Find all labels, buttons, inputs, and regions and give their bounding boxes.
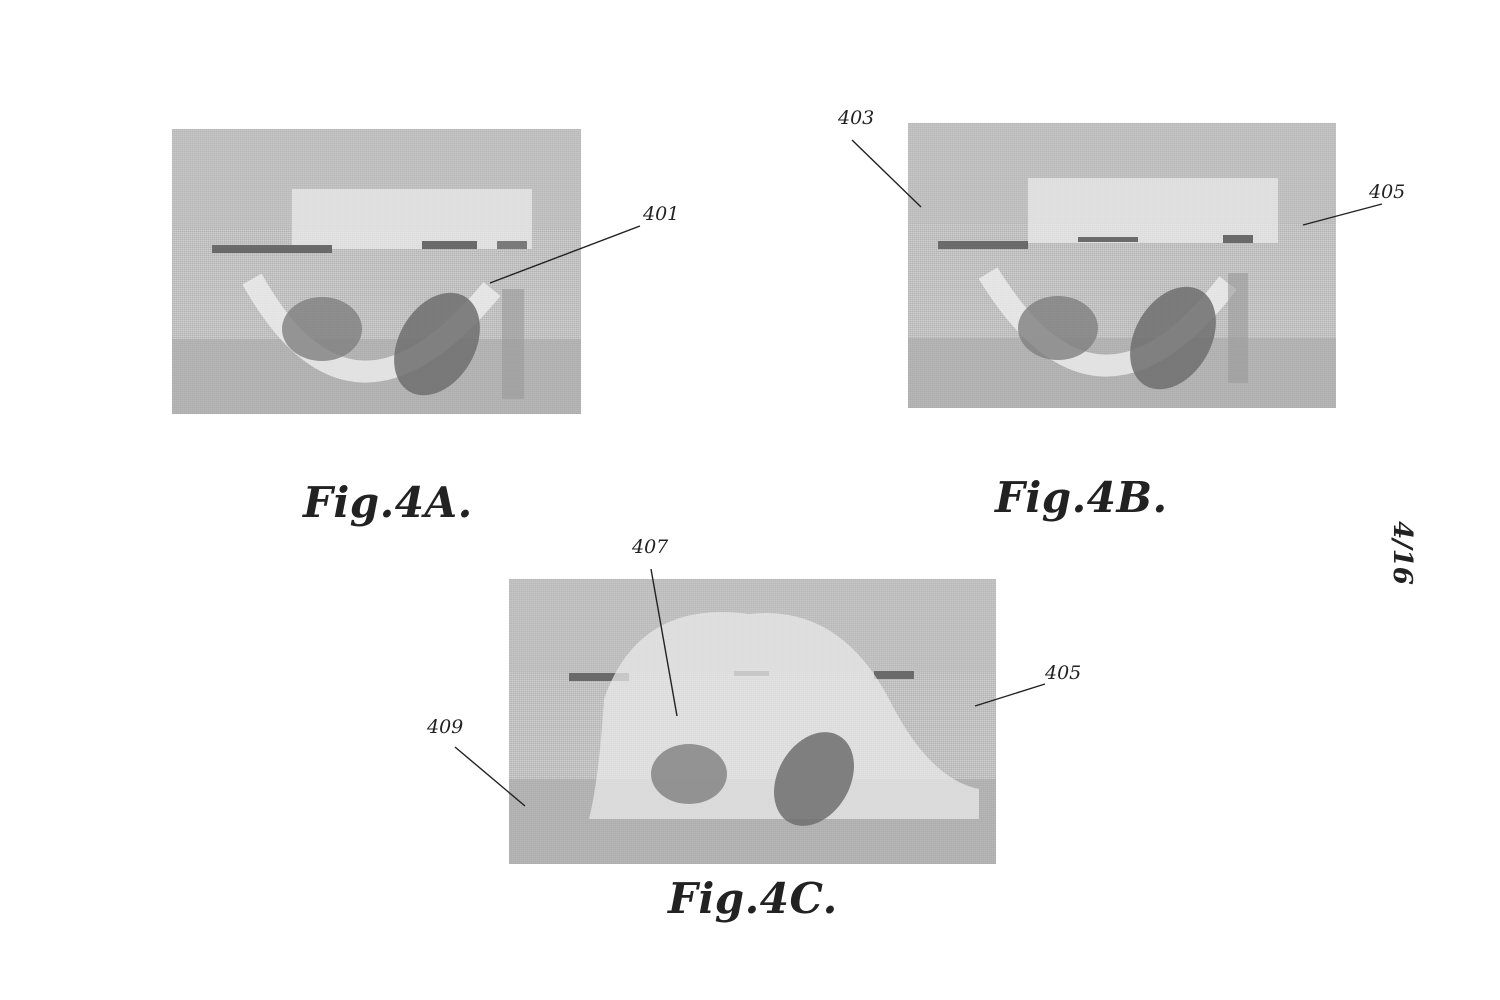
ref-label-409: 409 — [427, 716, 464, 738]
caption-fig-4b: Fig.4B. — [995, 473, 1168, 522]
figure-4c-photo — [509, 579, 996, 864]
caption-fig-4c: Fig.4C. — [668, 874, 838, 923]
ref-label-405-4c: 405 — [1045, 662, 1082, 684]
caption-fig-4a: Fig.4A. — [303, 478, 473, 527]
figure-4a-image — [172, 129, 581, 414]
ref-label-407: 407 — [632, 536, 669, 558]
figure-4c-image — [509, 579, 996, 864]
ref-label-403: 403 — [838, 107, 875, 129]
ref-label-401: 401 — [643, 203, 680, 225]
sheet-number: 4/16 — [1386, 521, 1417, 585]
ref-label-405-4b: 405 — [1369, 181, 1406, 203]
figure-4b-photo — [908, 123, 1336, 408]
figure-4a-photo — [172, 129, 581, 414]
figure-4b-image — [908, 123, 1336, 408]
